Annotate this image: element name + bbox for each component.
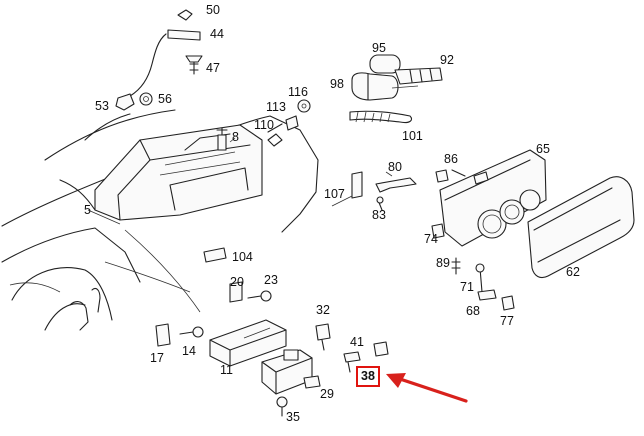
- callout-11: 11: [220, 363, 233, 377]
- callout-47: 47: [206, 61, 220, 75]
- bracket-80: [351, 171, 417, 211]
- highlight-arrow: [386, 373, 468, 403]
- callout-53: 53: [95, 99, 109, 113]
- screws-top: [267, 99, 311, 147]
- clip-parts: [115, 92, 153, 111]
- middle-small-parts: [203, 247, 272, 303]
- callout-71: 71: [460, 280, 474, 294]
- callout-68: 68: [466, 304, 480, 318]
- callout-23: 23: [264, 273, 278, 287]
- callout-41: 41: [350, 335, 364, 349]
- glovebox-lid-62: [527, 176, 635, 279]
- callout-77: 77: [500, 314, 514, 328]
- callout-83: 83: [372, 208, 386, 222]
- callout-62: 62: [566, 265, 580, 279]
- callout-101: 101: [402, 129, 423, 143]
- callout-29: 29: [320, 387, 334, 401]
- callout-74: 74: [424, 232, 438, 246]
- cable-assembly: [129, 9, 203, 97]
- callout-35: 35: [286, 410, 300, 424]
- callout-50: 50: [206, 3, 220, 17]
- callout-116: 116: [288, 85, 308, 99]
- callout-20: 20: [230, 275, 244, 289]
- callout-65: 65: [536, 142, 550, 156]
- callout-104: 104: [232, 250, 253, 264]
- lamp-assembly: [349, 54, 443, 124]
- callout-14: 14: [182, 344, 196, 358]
- callout-5: 5: [84, 203, 91, 217]
- callout-113: 113: [266, 100, 286, 114]
- callout-98: 98: [330, 77, 344, 91]
- callout-44: 44: [210, 27, 224, 41]
- callout-38-highlighted: 38: [356, 366, 380, 387]
- glovebox-frame: [94, 124, 263, 221]
- callout-8: 8: [232, 130, 239, 144]
- callout-56: 56: [158, 92, 172, 106]
- callout-17: 17: [150, 351, 164, 365]
- callout-92: 92: [440, 53, 454, 67]
- callout-86: 86: [444, 152, 458, 166]
- switch-parts: [261, 323, 389, 417]
- lower-parts: [155, 319, 287, 367]
- callout-89: 89: [436, 256, 450, 270]
- callout-32: 32: [316, 303, 330, 317]
- callout-95: 95: [372, 41, 386, 55]
- fasteners-right: [431, 169, 515, 311]
- callout-110: 110: [254, 118, 274, 132]
- callout-107: 107: [324, 187, 345, 201]
- callout-80: 80: [388, 160, 402, 174]
- cover-panel-65: [439, 149, 547, 247]
- leader-lines: [87, 137, 393, 225]
